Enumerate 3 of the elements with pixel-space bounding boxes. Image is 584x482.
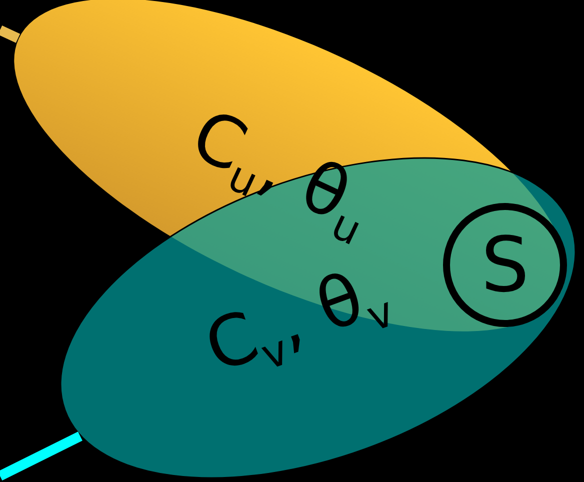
connector-line <box>0 25 20 43</box>
variable-label: S <box>481 227 530 303</box>
connector-line <box>0 432 82 480</box>
